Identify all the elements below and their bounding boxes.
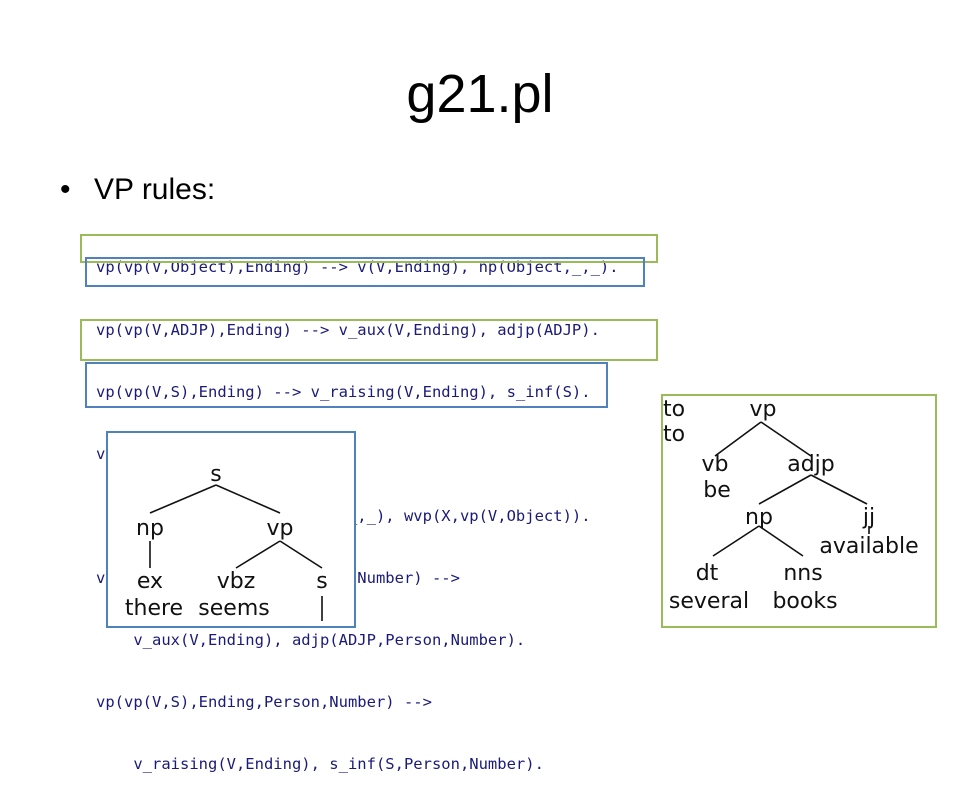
code-line-9: v_raising(V,Ending), s_inf(S,Person,Numb… <box>96 755 544 774</box>
tree-leaf-several: several <box>669 589 749 614</box>
code-line-2: vp(vp(V,ADJP),Ending) --> v_aux(V,Ending… <box>96 320 600 339</box>
parse-tree-left: s np vp ex vbz s there seems <box>106 431 356 628</box>
tree-node-np: np <box>745 505 773 530</box>
tree-node-to-1: to <box>663 397 685 422</box>
bullet-dot: • <box>60 173 71 206</box>
slide-title: g21.pl <box>406 64 554 124</box>
tree-leaf-books: books <box>772 589 837 614</box>
tree-node-jj: jj <box>862 505 875 530</box>
tree-node-vp: vp <box>267 516 294 541</box>
bullet-text: VP rules: <box>94 173 216 206</box>
tree-node-vbz: vbz <box>217 569 256 594</box>
bullet-item: • VP rules: <box>60 170 215 210</box>
tree-node-s-child: s <box>316 569 327 594</box>
tree-node-adjp: adjp <box>787 452 835 477</box>
tree-node-np: np <box>136 516 164 541</box>
tree-leaf-there: there <box>125 596 183 621</box>
tree-node-dt: dt <box>696 561 719 586</box>
code-line-7: v_aux(V,Ending), adjp(ADJP,Person,Number… <box>96 630 526 649</box>
tree-leaf-seems: seems <box>198 596 269 621</box>
highlight-box-green-2 <box>80 319 658 361</box>
tree-node-ex: ex <box>137 569 163 594</box>
tree-leaf-available: available <box>819 534 918 559</box>
tree-node-vb: vb <box>702 452 729 477</box>
highlight-box-blue-2 <box>85 362 608 408</box>
tree-node-nns: nns <box>783 561 822 586</box>
tree-leaf-be: be <box>703 478 731 503</box>
tree-node-to-2: to <box>663 422 685 447</box>
highlight-box-blue-1 <box>85 257 645 287</box>
tree-node-vp: vp <box>750 397 777 422</box>
code-line-8: vp(vp(V,S),Ending,Person,Number) --> <box>96 693 432 712</box>
tree-node-s: s <box>210 462 221 487</box>
code-line-3: vp(vp(V,S),Ending) --> v_raising(V,Endin… <box>96 382 591 401</box>
highlight-box-green-1 <box>80 234 658 263</box>
parse-tree-right: to to vp vb adjp be np jj available dt n… <box>661 394 937 628</box>
